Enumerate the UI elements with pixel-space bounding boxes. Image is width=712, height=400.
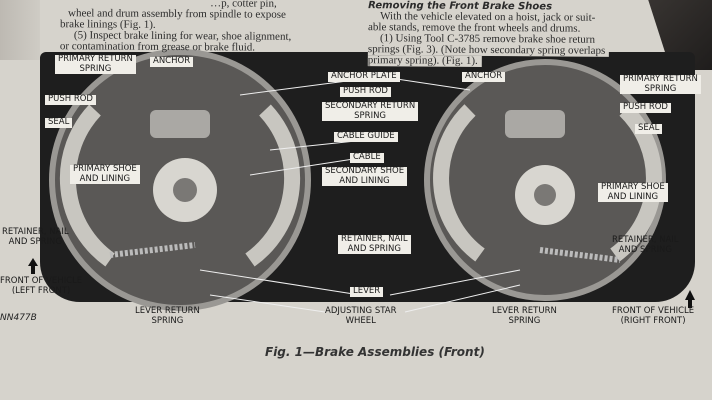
label-anchor-plate: ANCHOR PLATE [328,71,400,82]
label-front-right: FRONT OF VEHICLE (RIGHT FRONT) [612,306,695,326]
page-edge [0,0,40,60]
label-lever-return-right: LEVER RETURN SPRING [492,306,557,326]
label-push-rod-center: PUSH ROD [340,86,391,97]
label-primary-return-spring-right: PRIMARY RETURN SPRING [620,74,701,94]
label-seal-left: SEAL [45,117,73,128]
label-retainer-right: RETAINER, NAIL AND SPRING [612,235,679,255]
label-cable-guide: CABLE GUIDE [334,131,398,142]
label-front-left: FRONT OF VEHICLE (LEFT FRONT) [0,276,83,296]
label-seal-right: SEAL [635,123,663,134]
label-primary-return-spring-left: PRIMARY RETURN SPRING [55,54,136,74]
left-brake-assembly [49,49,311,311]
label-adjusting-star-wheel: ADJUSTING STAR WHEEL [325,306,397,326]
arrow-left-front-icon [28,258,38,274]
figure-code: NN477B [0,313,37,323]
label-retainer-left: RETAINER, NAIL AND SPRING [2,227,69,247]
label-secondary-return-spring: SECONDARY RETURN SPRING [322,101,419,121]
label-anchor-left: ANCHOR [150,56,194,67]
text-column-right: Removing the Front Brake Shoes With the … [367,0,610,68]
label-retainer-center: RETAINER, NAIL AND SPRING [338,234,411,254]
text-column-left: …p, cotter pin, wheel and drum assembly … [60,0,292,54]
text-line: or contamination from grease or brake fl… [59,40,256,54]
label-secondary-shoe: SECONDARY SHOE AND LINING [322,166,408,186]
label-lever: LEVER [350,286,384,297]
arrow-right-front-icon [685,290,695,308]
figure-caption: Fig. 1—Brake Assemblies (Front) [265,345,485,359]
label-lever-return-left: LEVER RETURN SPRING [135,306,200,326]
label-push-rod-left: PUSH ROD [45,94,96,105]
text-line: primary spring). (Fig. 1). [367,54,482,67]
label-anchor-right: ANCHOR [462,71,506,82]
label-primary-shoe-right: PRIMARY SHOE AND LINING [598,182,668,202]
right-brake-assembly [424,59,666,301]
label-cable: CABLE [350,152,384,163]
label-primary-shoe-left: PRIMARY SHOE AND LINING [70,164,140,184]
label-push-rod-right: PUSH ROD [620,102,671,113]
